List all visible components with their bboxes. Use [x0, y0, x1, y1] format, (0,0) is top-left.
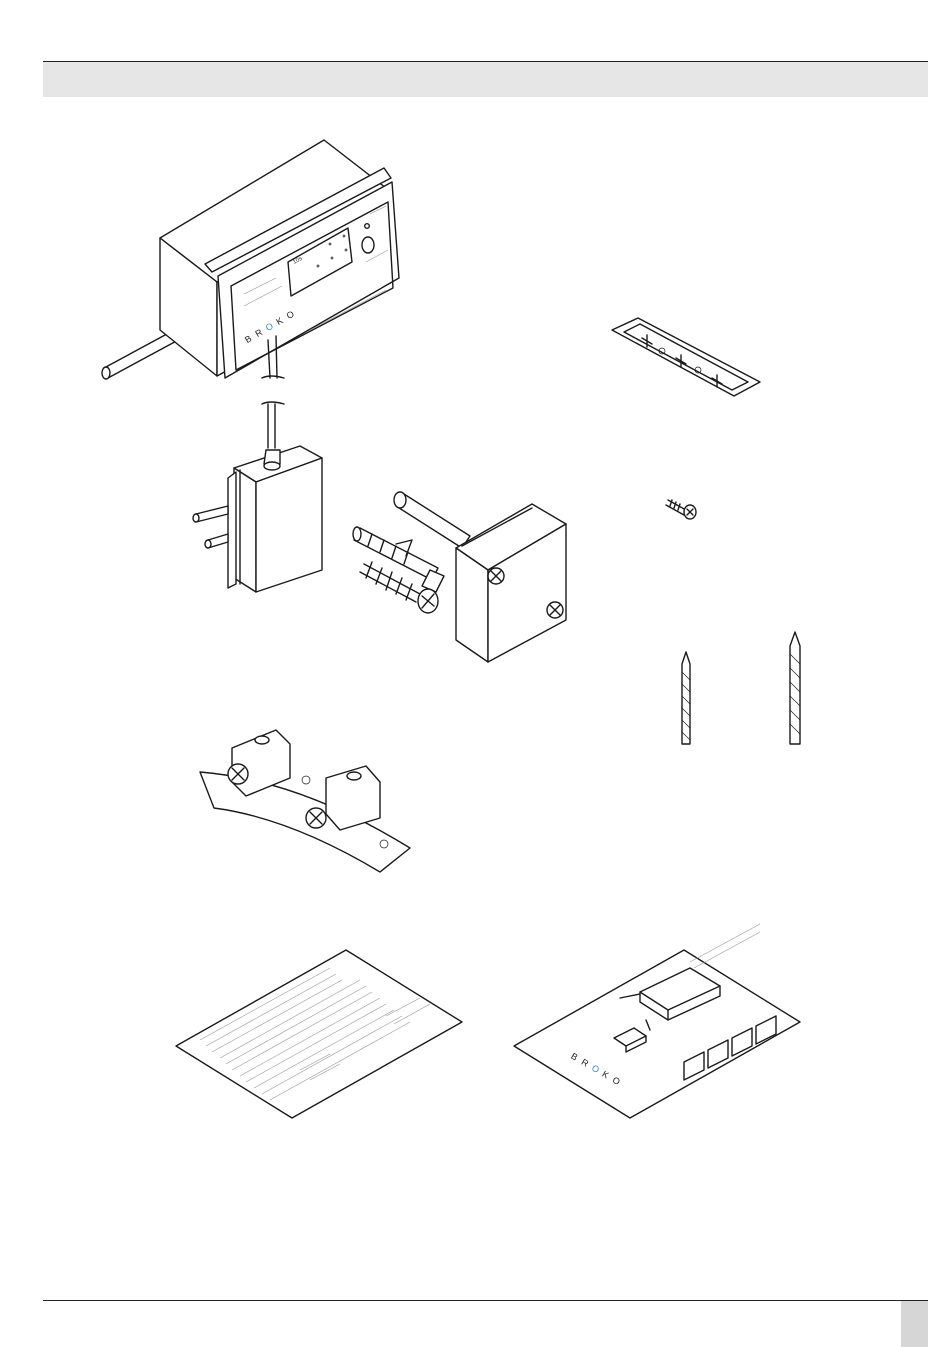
bottom-rule	[43, 1300, 928, 1301]
page-tab	[901, 1301, 928, 1347]
drilling-template-illustration	[612, 318, 760, 396]
display-unit-illustration: 10s B R O K O	[102, 140, 399, 448]
drill-bits-illustration	[682, 632, 800, 744]
instruction-sheet-illustration	[176, 950, 462, 1118]
wall-plug-and-screw-illustration	[353, 527, 444, 613]
duct-sensor-illustration	[394, 492, 566, 662]
quick-guide-illustration: B R O K O	[514, 924, 800, 1118]
power-adapter-illustration	[193, 446, 322, 592]
small-screw-illustration	[666, 500, 696, 519]
mounting-bracket-illustration	[200, 730, 410, 872]
